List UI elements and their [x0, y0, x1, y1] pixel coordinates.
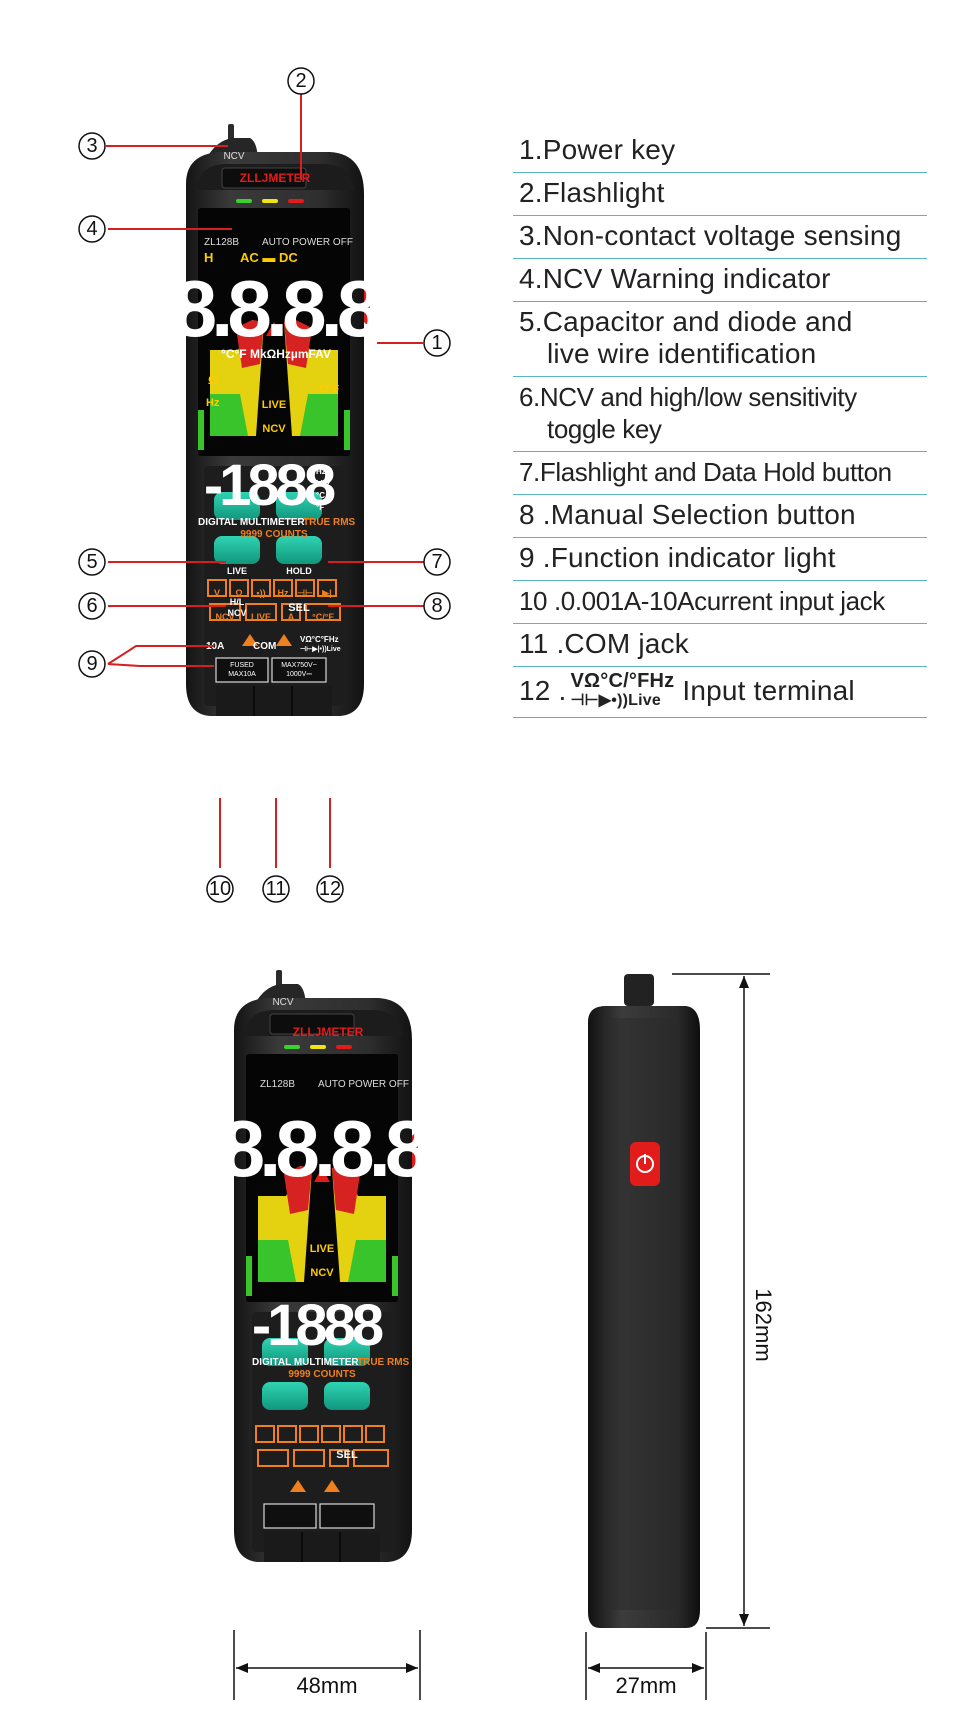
panel-true-rms-2: TRUE RMS [357, 1357, 410, 1368]
max-voltage-2: 1000V⎓ [286, 671, 312, 678]
lcd-ncv: NCV [262, 423, 286, 435]
fused-max: MAX10A [228, 671, 256, 678]
callout-1: 1 [431, 332, 442, 354]
indicator-diode: ▶| [321, 588, 331, 598]
callout-6: 6 [86, 595, 97, 617]
terminal-vohm-2: ⊣⊢▶|•))Live [300, 645, 341, 653]
model-label-2: ZL128B [260, 1079, 295, 1090]
lcd-ohm: Ω [208, 373, 218, 387]
live-button[interactable]: LIVE [227, 566, 247, 576]
lcd-sub-unit-c: °C [316, 491, 325, 500]
lcd-hold: H [204, 250, 213, 265]
lcd-hz: Hz [206, 397, 220, 409]
legend-item-ncv-sensing: 3.Non-contact voltage sensing [513, 216, 927, 259]
callout-3: 3 [86, 135, 97, 157]
lcd-sub-unit-hz: Hz [316, 467, 326, 476]
legend-item-flashlight: 2.Flashlight [513, 173, 927, 216]
max-voltage: MAX750V~ [281, 662, 317, 669]
brand-logo-bottom: ZLLJMETER [293, 1025, 364, 1039]
panel-9999-counts: 9999 COUNTS [240, 529, 308, 540]
lcd-main-digits: 8.8.8.8 [173, 264, 380, 353]
height-dimension: 162mm [751, 1288, 776, 1361]
callout-7: 7 [431, 551, 442, 573]
indicator-amp: A [288, 612, 295, 622]
legend-item-com-jack: 11 .COM jack [513, 624, 927, 667]
sel-button[interactable]: SEL [288, 602, 310, 614]
fused-label: FUSED [230, 662, 254, 669]
lcd-live-2: LIVE [310, 1243, 334, 1255]
legend-item-input-terminal: 12 . VΩ°C/°FHz ⊣⊢▶•))Live Input terminal [513, 667, 927, 718]
panel-digital-multimeter: DIGITAL MULTIMETER [198, 517, 305, 528]
width-dimension: 48mm [296, 1673, 357, 1698]
callout-lines [106, 94, 424, 868]
indicator-continuity: •)) [256, 588, 265, 598]
legend-item-capacitor-diode-sub: live wire identification [547, 338, 817, 369]
callout-9: 9 [86, 653, 97, 675]
lcd-acdc: AC ▬ DC [240, 250, 298, 265]
auto-off-label: AUTO POWER OFF [262, 237, 353, 248]
callout-10: 10 [209, 878, 231, 900]
legend-item-sel-button: 8 .Manual Selection button [513, 495, 927, 538]
indicator-v: V [214, 588, 220, 598]
lcd-ncv-2: NCV [310, 1267, 334, 1279]
hold-button[interactable]: HOLD [286, 566, 312, 576]
legend-item-current-jack: 10 .0.001A-10Acurrent input jack [513, 581, 927, 624]
depth-dimension: 27mm [615, 1673, 676, 1698]
legend-item-hold-button: 7.Flashlight and Data Hold button [513, 452, 927, 495]
meter-front-dimension: ZLLJMETER NCV ZL128B AUTO POWER OFF 8.8.… [221, 969, 434, 1700]
callout-4: 4 [86, 218, 97, 240]
lcd-sub-unit-khz: kHz [316, 479, 330, 488]
lcd-main-digits-2: 8.8.8.8 [221, 1104, 428, 1193]
sel-button-2[interactable]: SEL [336, 1449, 358, 1461]
hl-ncv-button-top[interactable]: H/L [230, 597, 245, 607]
indicator-hz: Hz [278, 588, 289, 598]
callout-5: 5 [86, 551, 97, 573]
panel-counts-2: 9999 COUNTS [288, 1369, 356, 1380]
callout-8: 8 [431, 595, 442, 617]
ncv-tip-label: NCV [223, 151, 244, 162]
callout-11: 11 [266, 878, 287, 900]
lcd-units-row: °C°F MkΩHzµmFAV [221, 347, 331, 361]
legend-item-ncv-indicator: 4.NCV Warning indicator [513, 259, 927, 302]
callout-2: 2 [295, 70, 306, 92]
brand-logo-top: ZLLJMETER [240, 171, 311, 185]
lcd-live: LIVE [262, 399, 286, 411]
terminal-vohm: VΩ°C°FHz [300, 635, 339, 644]
indicator-ncv: NCV [215, 612, 234, 622]
meter-side-view: 162mm 27mm [585, 973, 776, 1700]
indicator-temp: °C/°F [312, 612, 334, 622]
ncv-tip-label-2: NCV [272, 997, 293, 1008]
lcd-sub-unit-f: °F [316, 503, 324, 512]
panel-true-rms: TRUE RMS [303, 517, 356, 528]
meter-front-annotated: ZLLJMETER NCV ZL128B AUTO POWER OFF H AC… [78, 67, 451, 903]
indicator-live: LIVE [251, 612, 271, 622]
lcd-temp-unit: °C/°F [315, 384, 339, 395]
indicator-ohm: Ω [235, 588, 242, 598]
hl-ncv-button-bottom[interactable]: NCV [227, 608, 246, 618]
auto-off-label-2: AUTO POWER OFF [318, 1079, 409, 1090]
panel-digital-multimeter-2: DIGITAL MULTIMETER [252, 1357, 359, 1368]
lcd-sub-digits-2: -1888 [252, 1293, 383, 1358]
callout-12: 12 [319, 878, 341, 900]
legend-item-ncv-toggle-sub: toggle key [547, 414, 662, 444]
lcd-sub-digits: -1888 [204, 453, 335, 518]
feature-legend: 1.Power key 2.Flashlight 3.Non-contact v… [513, 130, 927, 718]
terminal-10a: 10A [206, 641, 224, 652]
legend-item-indicator-light: 9 .Function indicator light [513, 538, 927, 581]
model-label: ZL128B [204, 237, 239, 248]
input-terminal-symbols: VΩ°C/°FHz ⊣⊢▶•))Live [570, 670, 675, 709]
indicator-capacitor: ⊣⊢ [297, 588, 313, 598]
terminal-com: COM [253, 641, 276, 652]
legend-item-power-key: 1.Power key [513, 130, 927, 173]
